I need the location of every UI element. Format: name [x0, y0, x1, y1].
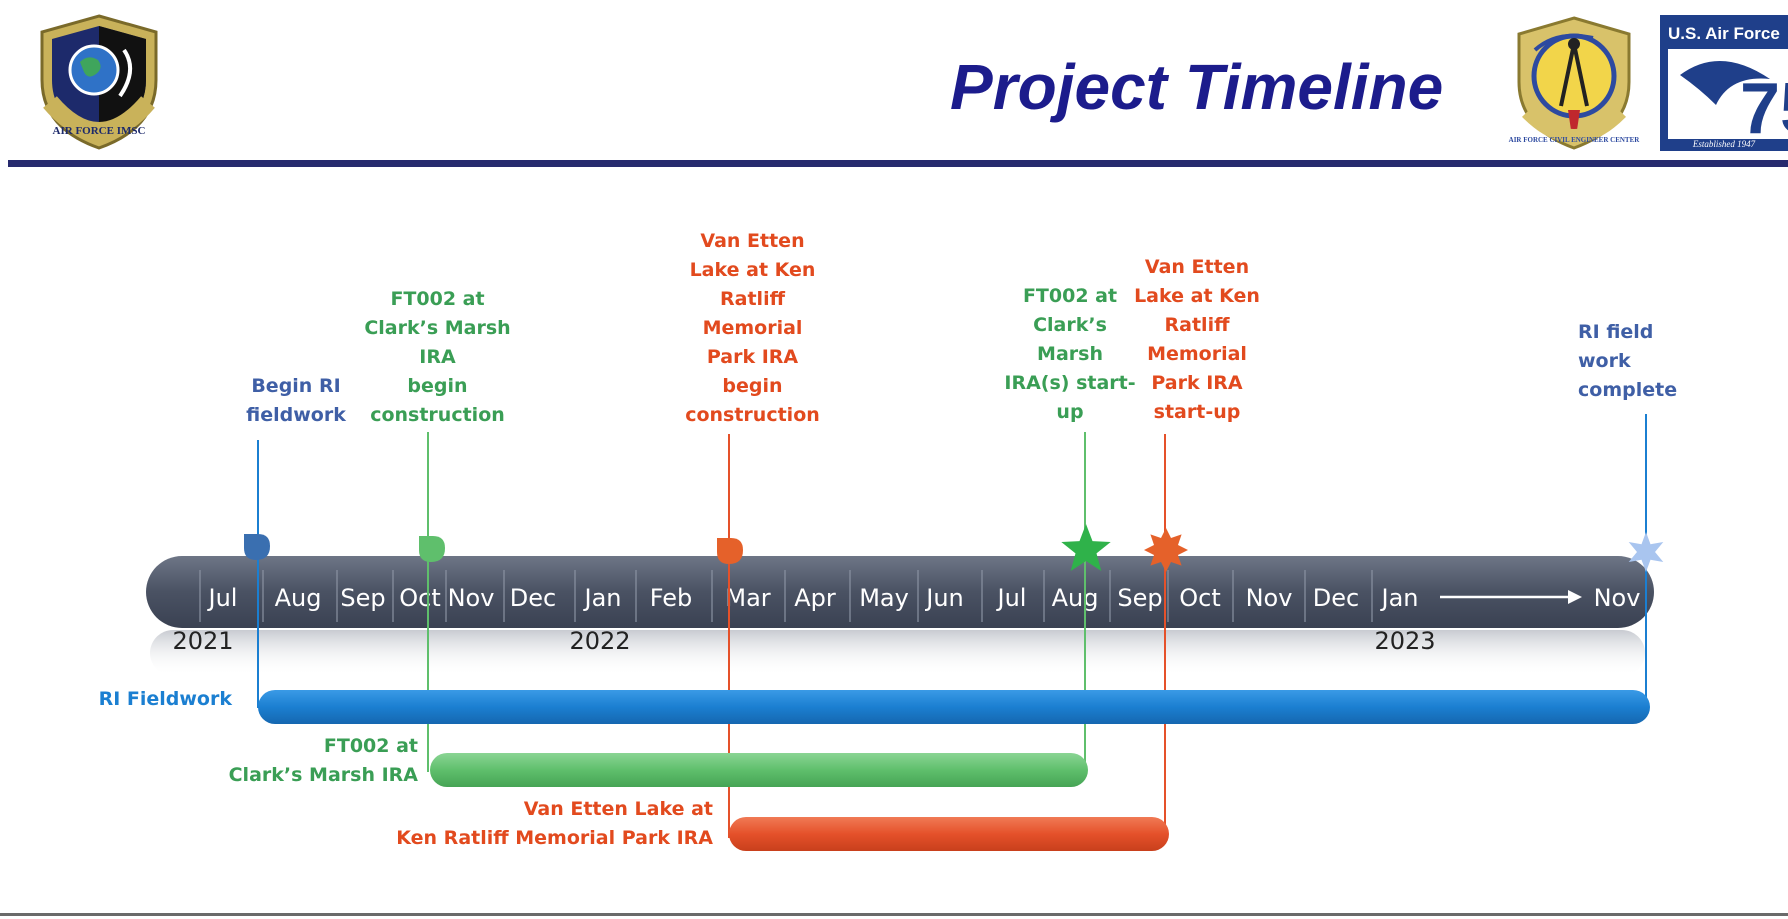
month-label: Feb [650, 584, 693, 612]
milestone-line: fieldwork [246, 404, 346, 426]
month-label: Aug [275, 584, 322, 612]
milestone-marker-snowflake [1628, 532, 1664, 572]
month-label: Mar [725, 584, 770, 612]
milestone-line: Van Etten [700, 230, 805, 252]
year-label: 2021 [172, 627, 233, 655]
afcec-seal: AIR FORCE CIVIL ENGINEER CENTER [1509, 16, 1641, 150]
milestone-line: Park IRA [706, 346, 799, 368]
milestone-line: start-up [1153, 401, 1241, 423]
milestone-label-van-etten-begin: Van Etten Lake at Ken Ratliff Memorial P… [675, 227, 830, 430]
milestone-line: begin [722, 375, 783, 397]
bar-label-line: Clark’s Marsh IRA [228, 764, 418, 786]
bar-label-ri-fieldwork: RI Fieldwork [60, 685, 232, 714]
bar-label-line: Ken Ratliff Memorial Park IRA [396, 827, 713, 849]
milestone-label-ri-complete: RI field work complete [1578, 318, 1678, 405]
year-labels: 2021 2022 2023 [172, 627, 1435, 655]
month-label: Apr [794, 584, 836, 612]
milestone-line: FT002 at [1022, 285, 1118, 307]
month-dividers [199, 570, 1373, 622]
month-label: Jul [207, 584, 238, 612]
milestone-line: Ratliff [720, 288, 785, 310]
milestone-line: Begin RI [251, 375, 341, 397]
arrow-head [1568, 590, 1582, 604]
timeline-reflection [150, 630, 1645, 676]
milestone-line: Lake at Ken [689, 259, 816, 281]
bar-label-line: Van Etten Lake at [523, 798, 713, 820]
year-label: 2023 [1374, 627, 1435, 655]
air-force-imsc-seal: AIR FORCE IMSC [40, 14, 158, 150]
month-label: Nov [1594, 584, 1641, 612]
milestone-line: IRA [419, 346, 456, 368]
milestone-marker-star [1061, 524, 1111, 571]
month-label: Dec [1313, 584, 1359, 612]
seventy-five-text: 75 [1740, 69, 1788, 149]
milestone-line: Clark’s [1033, 314, 1107, 336]
milestone-line: FT002 at [390, 288, 485, 310]
milestone-line: IRA(s) start- [1004, 372, 1136, 394]
gantt-bars [258, 690, 1650, 851]
gantt-bar [430, 753, 1088, 787]
gantt-bar [729, 817, 1169, 851]
month-label: Aug [1052, 584, 1099, 612]
milestone-line: Clark’s Marsh [364, 317, 511, 339]
seal-text: AIR FORCE CIVIL ENGINEER CENTER [1509, 136, 1641, 144]
milestone-label-van-etten-startup: Van Etten Lake at Ken Ratliff Memorial P… [1127, 253, 1267, 427]
month-label: May [859, 584, 909, 612]
milestone-marker-circle [717, 538, 743, 564]
milestone-line: begin [407, 375, 468, 397]
milestone-label-clarks-startup: FT002 at Clark’s Marsh IRA(s) start- up [1000, 282, 1140, 427]
milestone-line: construction [685, 404, 820, 426]
gantt-bar [258, 690, 1650, 724]
milestone-marker-burst [1144, 528, 1188, 572]
month-label: Oct [1179, 584, 1221, 612]
month-label: Sep [340, 584, 385, 612]
milestone-line: Marsh [1037, 343, 1103, 365]
month-label: Oct [399, 584, 441, 612]
seal-text: AIR FORCE IMSC [53, 125, 146, 137]
month-label: Nov [1246, 584, 1293, 612]
milestone-line: Park IRA [1151, 372, 1243, 394]
milestone-line: Van Etten [1144, 256, 1250, 278]
milestone-marker-circle [419, 536, 445, 562]
year-label: 2022 [569, 627, 630, 655]
usaf-text: U.S. Air Force [1668, 24, 1780, 43]
bar-label-clarks-marsh: FT002 at Clark’s Marsh IRA [210, 732, 418, 790]
established-text: Established 1947 [1692, 139, 1756, 149]
milestone-line: complete [1578, 379, 1678, 401]
milestone-line: up [1056, 401, 1084, 423]
milestone-marker-circle [244, 534, 270, 560]
milestone-line: Lake at Ken [1134, 285, 1260, 307]
footer-divider [0, 913, 1788, 916]
milestone-markers [244, 524, 1664, 572]
milestone-label-begin-ri: Begin RI fieldwork [232, 372, 360, 430]
month-label: Sep [1117, 584, 1162, 612]
milestone-line: work [1578, 350, 1631, 372]
header-divider [8, 160, 1788, 167]
month-label: Dec [510, 584, 556, 612]
milestone-line: Memorial [702, 317, 803, 339]
page-title: Project Timeline [950, 51, 1444, 123]
milestone-line: Memorial [1147, 343, 1247, 365]
month-label: Nov [448, 584, 495, 612]
usaf-75-logo: U.S. Air Force 75 Established 1947 [1660, 15, 1788, 151]
month-label: Jan [583, 584, 622, 612]
month-label: Jun [924, 584, 964, 612]
milestone-line: RI field [1578, 321, 1654, 343]
bar-label-line: RI Fieldwork [98, 688, 232, 710]
timeline-axis [146, 556, 1654, 628]
month-label: Jul [996, 584, 1027, 612]
month-label: Jan [1380, 584, 1419, 612]
milestone-line: Ratliff [1164, 314, 1230, 336]
milestone-line: construction [370, 404, 505, 426]
bar-label-van-etten: Van Etten Lake at Ken Ratliff Memorial P… [385, 795, 713, 853]
bar-label-line: FT002 at [323, 735, 418, 757]
milestone-label-clarks-begin: FT002 at Clark’s Marsh IRA begin constru… [355, 285, 520, 430]
